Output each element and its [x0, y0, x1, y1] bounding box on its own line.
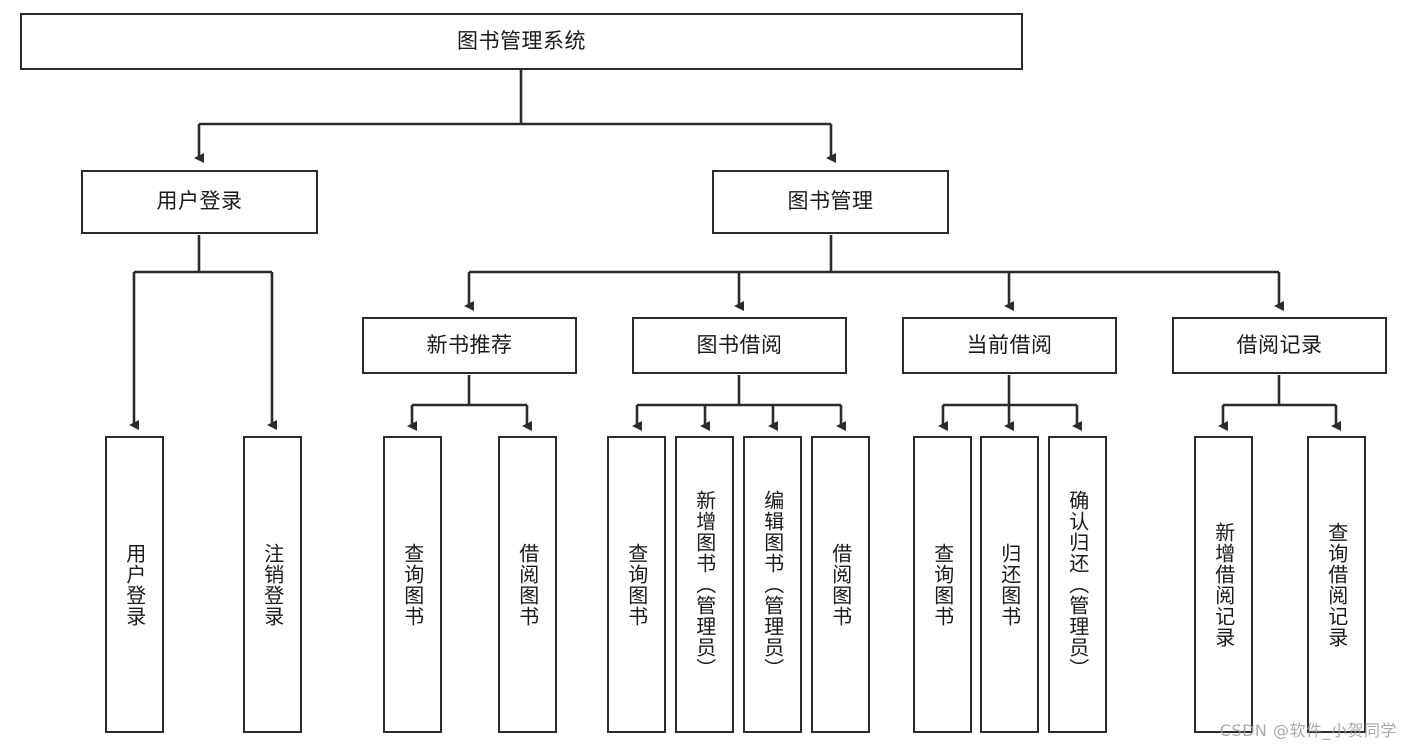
leaf-current-query-book[interactable]: 查询图书 — [913, 436, 972, 733]
leaf-borrow-borrow-book[interactable]: 借阅图书 — [811, 436, 870, 733]
leaf-label: 查询图书 — [930, 542, 955, 627]
leaf-user-login-login[interactable]: 用户登录 — [105, 436, 164, 733]
leaf-label: 借阅图书 — [828, 542, 853, 627]
leaf-label: 用户登录 — [122, 542, 147, 627]
node-user-login-label: 用户登录 — [156, 189, 243, 214]
leaf-borrow-edit-book[interactable]: 编辑图书（管理员） — [743, 436, 802, 733]
leaf-label: 编辑图书（管理员） — [760, 490, 785, 679]
leaf-label: 注销登录 — [260, 542, 285, 627]
node-book-management[interactable]: 图书管理 — [712, 170, 949, 234]
leaf-user-login-logout[interactable]: 注销登录 — [243, 436, 302, 733]
leaf-label: 查询借阅记录 — [1324, 521, 1349, 648]
leaf-borrow-add-book[interactable]: 新增图书（管理员） — [675, 436, 734, 733]
node-current-borrow-label: 当前借阅 — [966, 332, 1053, 357]
node-book-management-label: 图书管理 — [787, 189, 874, 214]
leaf-label: 查询图书 — [624, 542, 649, 627]
leaf-label: 归还图书 — [997, 542, 1022, 627]
leaf-borrow-query-book[interactable]: 查询图书 — [607, 436, 666, 733]
node-user-login[interactable]: 用户登录 — [81, 170, 318, 234]
leaf-current-return-book[interactable]: 归还图书 — [980, 436, 1039, 733]
leaf-record-query-record[interactable]: 查询借阅记录 — [1307, 436, 1366, 733]
node-book-borrow[interactable]: 图书借阅 — [632, 317, 847, 374]
leaf-label: 新增借阅记录 — [1211, 521, 1236, 648]
leaf-current-confirm-return[interactable]: 确认归还（管理员） — [1048, 436, 1107, 733]
node-new-book-recommend-label: 新书推荐 — [426, 332, 513, 357]
leaf-record-add-record[interactable]: 新增借阅记录 — [1194, 436, 1253, 733]
node-borrow-record[interactable]: 借阅记录 — [1172, 317, 1387, 374]
node-book-borrow-label: 图书借阅 — [696, 332, 783, 357]
leaf-recommend-borrow-book[interactable]: 借阅图书 — [498, 436, 557, 733]
node-root-label: 图书管理系统 — [457, 28, 586, 53]
node-current-borrow[interactable]: 当前借阅 — [902, 317, 1117, 374]
leaf-label: 借阅图书 — [515, 542, 540, 627]
leaf-label: 查询图书 — [400, 542, 425, 627]
leaf-label: 确认归还（管理员） — [1065, 490, 1090, 679]
leaf-recommend-query-book[interactable]: 查询图书 — [383, 436, 442, 733]
node-root[interactable]: 图书管理系统 — [20, 13, 1023, 70]
node-borrow-record-label: 借阅记录 — [1236, 332, 1323, 357]
csdn-watermark: CSDN @软件_小贺同学 — [1219, 721, 1397, 740]
node-new-book-recommend[interactable]: 新书推荐 — [362, 317, 577, 374]
leaf-label: 新增图书（管理员） — [692, 490, 717, 679]
